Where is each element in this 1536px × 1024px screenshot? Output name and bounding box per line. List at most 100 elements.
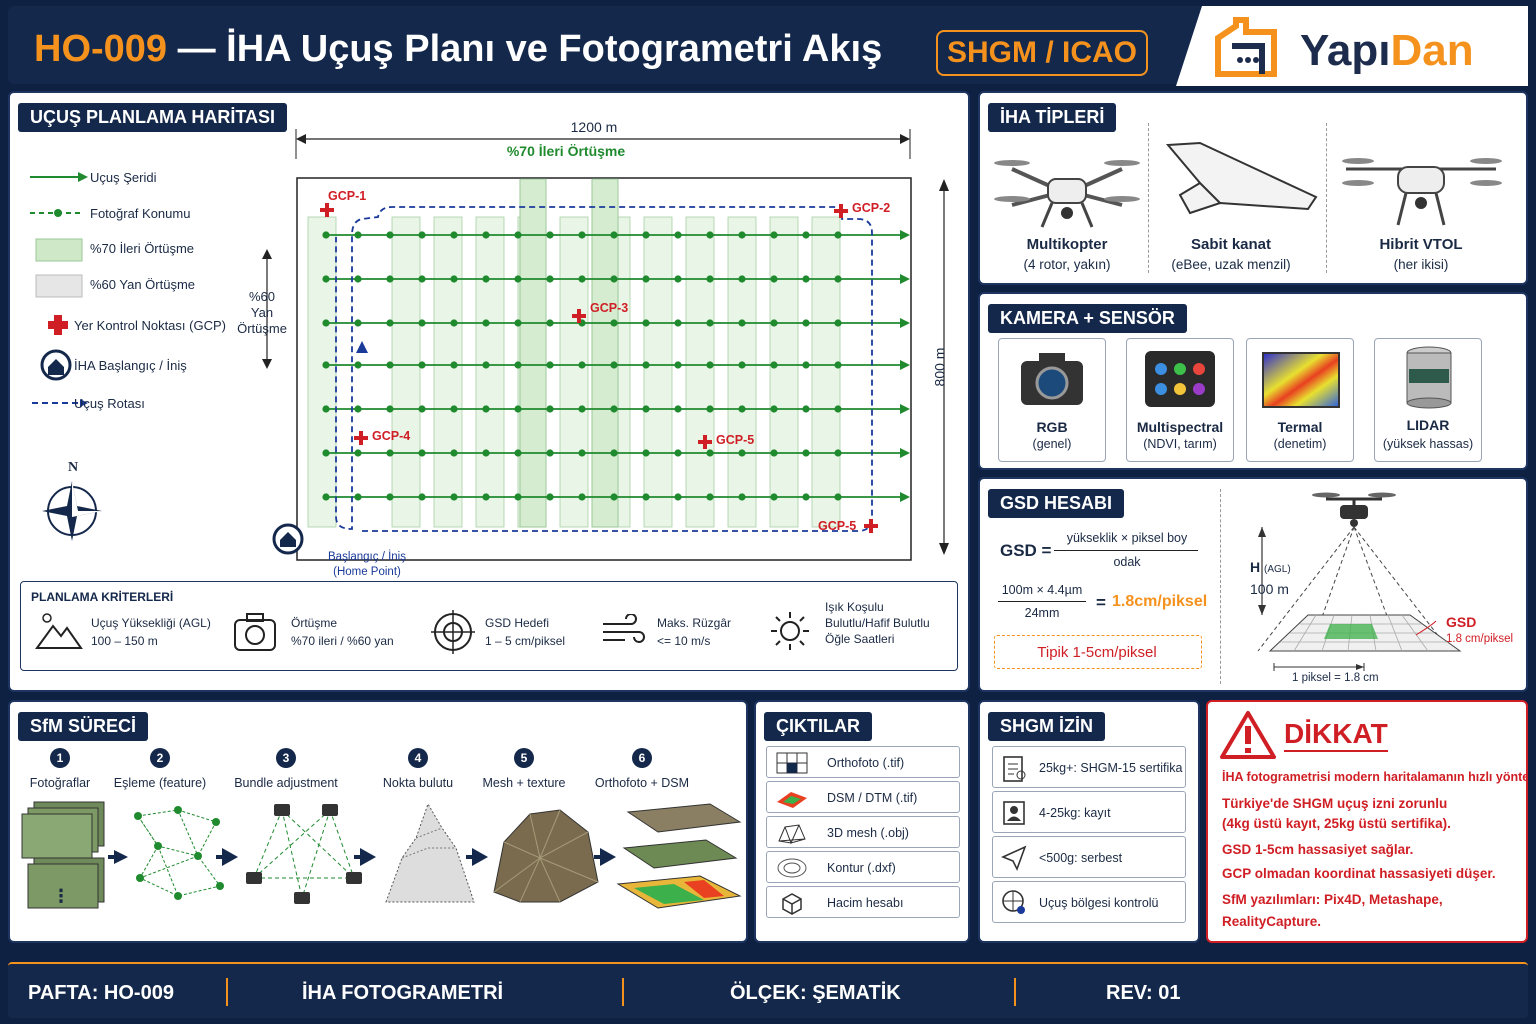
photo-point xyxy=(386,275,394,283)
photo-point xyxy=(642,319,650,327)
forward-overlap-highlight xyxy=(591,178,619,528)
photo-point xyxy=(354,449,362,457)
photo-point xyxy=(610,493,618,501)
output-label: 3D mesh (.obj) xyxy=(827,826,909,840)
photo-point xyxy=(514,319,522,327)
gcp-label: GCP-5 xyxy=(716,433,755,447)
criteria-box: PLANLAMA KRİTERLERİ Uçuş Yüksekliği (AGL… xyxy=(20,581,958,671)
divider xyxy=(1220,489,1221,684)
gsd-example-numerator: 100m × 4.4µm xyxy=(1001,583,1083,597)
gsd-value: 1.8 cm/piksel xyxy=(1446,633,1514,645)
zone-check-icon xyxy=(1001,888,1027,923)
sensor-card-thermal: Termal (denetim) xyxy=(1246,338,1354,462)
overlap-column xyxy=(307,216,337,528)
uav-fixedwing-name: Sabit kanat xyxy=(1190,236,1272,253)
photo-point xyxy=(546,493,554,501)
legend-photo-position: Fotoğraf Konumu xyxy=(90,206,191,221)
photo-point xyxy=(354,231,362,239)
photo-point xyxy=(354,361,362,369)
photo-point xyxy=(738,319,746,327)
overlap-column xyxy=(433,216,463,528)
shgm-permit-item: 4-25kg: kayıt xyxy=(992,791,1186,833)
legend-route: Uçuş Rotası xyxy=(74,396,145,411)
photo-point xyxy=(322,449,330,457)
photos-stack-icon xyxy=(21,801,105,909)
photo-point xyxy=(482,361,490,369)
sfm-step-number: 4 xyxy=(408,748,428,768)
uav-multicopter-desc: (4 rotor, yakın) xyxy=(1023,257,1111,272)
multispectral-sensor-icon xyxy=(1145,351,1215,407)
warning-title: DİKKAT xyxy=(1284,718,1388,752)
shgm-permit-label: 25kg+: SHGM-15 sertifika xyxy=(1039,761,1183,775)
sensor-multispectral-desc: (NDVI, tarım) xyxy=(1143,437,1217,451)
brand-part-b: Dan xyxy=(1390,26,1474,75)
sensor-panel: KAMERA + SENSÖR RGB (genel) Multispectra… xyxy=(978,292,1528,470)
side-overlap-line1: %60 xyxy=(248,289,276,304)
sensor-card-lidar: LIDAR (yüksek hassas) xyxy=(1374,338,1482,462)
fraction-bar xyxy=(998,601,1086,602)
photo-point xyxy=(610,449,618,457)
photo-point xyxy=(450,275,458,283)
warning-line: SfM yazılımları: Pix4D, Metashape, xyxy=(1222,892,1443,907)
photo-point xyxy=(322,493,330,501)
brand-part-a: Yapı xyxy=(1300,26,1391,75)
overlap-column xyxy=(559,216,589,528)
sensor-thermal-desc: (denetim) xyxy=(1273,437,1327,451)
photo-point xyxy=(354,319,362,327)
uav-vtol-name: Hibrit VTOL xyxy=(1379,236,1463,253)
sfm-step-number: 1 xyxy=(50,748,70,768)
photo-point xyxy=(322,405,330,413)
gsd-label: GSD xyxy=(1446,614,1477,630)
photo-point xyxy=(738,231,746,239)
strip-arrow xyxy=(900,230,910,240)
overlap-column xyxy=(811,216,841,528)
photo-point xyxy=(610,231,618,239)
photo-point xyxy=(546,231,554,239)
gsd-formula-denominator: odak xyxy=(1113,555,1141,569)
photo-point xyxy=(514,275,522,283)
photo-point xyxy=(386,319,394,327)
criteria-wind-l1: Maks. Rüzgâr xyxy=(657,616,732,630)
width-label: 1200 m xyxy=(570,119,618,135)
output-item: Hacim hesabı xyxy=(766,886,960,918)
photo-point xyxy=(610,361,618,369)
photo-point xyxy=(738,361,746,369)
sfm-step-label: Orthofoto + DSM xyxy=(594,776,690,790)
process-arrows xyxy=(108,848,616,866)
photo-point xyxy=(834,361,842,369)
output-label: Orthofoto (.tif) xyxy=(827,756,905,770)
photo-point xyxy=(738,449,746,457)
gsd-tag: GSD HESABI xyxy=(988,489,1125,518)
shgm-permit-label: Uçuş bölgesi kontrolü xyxy=(1039,896,1159,910)
title-text: — İHA Uçuş Planı ve Fotogrametri Akış xyxy=(167,28,883,70)
title-code: HO-009 xyxy=(34,28,168,70)
photo-point xyxy=(642,275,650,283)
gsd-formula-numerator: yükseklik × piksel boy xyxy=(1066,531,1188,545)
gsd-example-denominator: 24mm xyxy=(1024,606,1060,620)
free-flight-icon xyxy=(1000,843,1027,878)
fixed-wing-icon xyxy=(1165,141,1318,215)
gcp-marker-icon xyxy=(572,309,586,323)
mountain-icon xyxy=(35,613,83,649)
photo-point xyxy=(578,275,586,283)
sfm-step-number: 2 xyxy=(150,748,170,768)
home-label: Başlangıç / İniş (Home Point) xyxy=(328,550,406,580)
gcp-label: GCP-1 xyxy=(328,189,367,203)
photo-point xyxy=(770,405,778,413)
map-legend-symbols xyxy=(30,172,88,407)
uav-multicopter-name: Multikopter xyxy=(1026,236,1108,253)
warning-triangle-icon xyxy=(1220,711,1276,759)
sensor-lidar-desc: (yüksek hassas) xyxy=(1382,437,1474,451)
output-item: DSM / DTM (.tif) xyxy=(766,781,960,813)
criteria-light-l1: Işık Koşulu xyxy=(825,600,884,614)
photo-point xyxy=(546,361,554,369)
strip-arrow xyxy=(900,492,910,502)
sensor-card-rgb: RGB (genel) xyxy=(998,338,1106,462)
photo-point xyxy=(642,361,650,369)
photo-point xyxy=(386,449,394,457)
criteria-light-l3: Öğle Saatleri xyxy=(825,632,895,646)
dsm-icon xyxy=(775,786,809,810)
output-label: Hacim hesabı xyxy=(827,896,904,910)
footer-scale: ÖLÇEK: ŞEMATİK xyxy=(730,982,901,1004)
warning-line: GSD 1-5cm hassasiyet sağlar. xyxy=(1222,842,1414,857)
